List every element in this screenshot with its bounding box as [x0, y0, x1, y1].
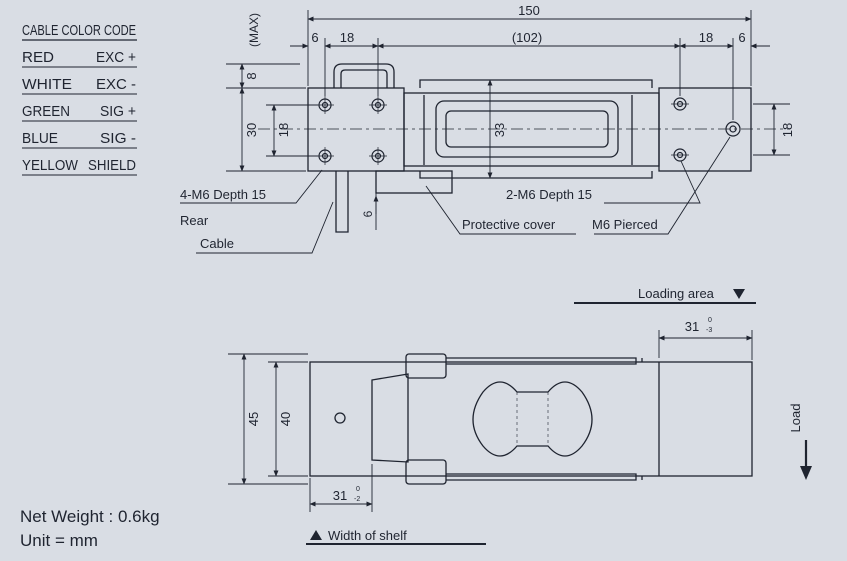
dim-hole-pitch: 18	[276, 123, 291, 137]
load-arrow-icon	[800, 466, 812, 480]
dim-left-edge: 6	[311, 30, 318, 45]
callout-right-holes: 2-M6 Depth 15	[506, 187, 592, 202]
top-view-labels: 150 6 18 (102) 18 6 (MAX) 8 30 18 33 18 …	[180, 3, 795, 251]
top-view-holes	[316, 96, 741, 165]
callout-cable: Cable	[200, 236, 234, 251]
cover-strip-bottom	[446, 473, 637, 481]
dim-top-tol-lower: -3	[706, 327, 712, 334]
color-white: WHITE	[22, 76, 72, 93]
specs: Net Weight : 0.6kg Unit = mm	[20, 507, 160, 550]
side-body	[309, 361, 753, 477]
cable-outlet	[335, 171, 349, 233]
dim-top-tol-upper: 0	[708, 317, 712, 324]
dim-bottom-width: 31	[333, 488, 347, 503]
hole-pierced	[725, 121, 741, 137]
shelf-label: Width of shelf	[328, 528, 407, 543]
color-blue: BLUE	[22, 130, 58, 147]
clamp-top	[405, 353, 447, 379]
dim-cover-offset: 6	[361, 210, 375, 217]
hole-left-bottom-1	[316, 147, 334, 165]
load-label: Load	[788, 404, 803, 433]
callout-protective-cover: Protective cover	[462, 217, 556, 232]
top-view	[258, 63, 790, 233]
hole-right-bottom	[671, 148, 689, 162]
signal-sig-plus: SIG +	[100, 103, 136, 120]
loading-area-label: Loading area	[638, 286, 715, 301]
callout-left-holes: 4-M6 Depth 15	[180, 187, 266, 202]
shelf-arrow-icon	[310, 530, 322, 540]
color-code-title: CABLE COLOR CODE	[22, 22, 136, 39]
dim-window-height: 33	[492, 123, 507, 137]
loading-area-arrow-icon	[733, 289, 745, 299]
side-hole	[334, 412, 346, 424]
callout-rear: Rear	[180, 213, 209, 228]
cable-color-code-table: CABLE COLOR CODE RED EXC + WHITE EXC - G…	[22, 22, 137, 176]
dim-inner-height: 40	[278, 412, 293, 426]
dim-right-hole-pitch: 18	[780, 123, 795, 137]
signal-exc-minus: EXC -	[96, 76, 136, 93]
side-view-dimensions	[228, 302, 812, 545]
dim-max-label: (MAX)	[247, 13, 261, 47]
net-weight: Net Weight : 0.6kg	[20, 507, 160, 526]
unit-note: Unit = mm	[20, 531, 98, 550]
dim-bottom-tol-lower: -2	[354, 496, 360, 503]
color-yellow: YELLOW	[22, 157, 79, 174]
gauge-plate	[371, 373, 409, 463]
dim-bottom-tol-upper: 0	[356, 486, 360, 493]
dim-center-span: (102)	[512, 30, 542, 45]
dim-right-edge: 6	[738, 30, 745, 45]
hole-left-top-1	[316, 96, 334, 114]
side-view-labels: Loading area 45 40 31 0 -3 31 0 -2 Load …	[246, 286, 803, 543]
beam-body	[403, 92, 660, 167]
callout-pierced: M6 Pierced	[592, 217, 658, 232]
signal-exc-plus: EXC +	[96, 49, 136, 66]
dim-overall-length: 150	[518, 3, 540, 18]
hole-right-top	[671, 97, 689, 111]
signal-sig-minus: SIG -	[100, 130, 136, 147]
dim-outer-height: 45	[246, 412, 261, 426]
color-red: RED	[22, 49, 54, 66]
dumbbell-cutout	[472, 381, 593, 457]
dim-cable-height: 8	[244, 72, 259, 79]
hole-left-bottom-2	[369, 147, 387, 165]
side-view	[309, 353, 753, 485]
clamp-bottom	[405, 459, 447, 485]
right-mounting-block	[658, 87, 752, 172]
beam-center-block	[419, 79, 653, 179]
signal-shield: SHIELD	[88, 157, 136, 174]
dim-left-pitch: 18	[340, 30, 354, 45]
cover-strip-top	[446, 357, 637, 365]
protective-cover	[375, 170, 453, 194]
color-green: GREEN	[22, 103, 70, 120]
top-view-dimensions	[180, 10, 790, 254]
cable-loop	[333, 63, 395, 88]
left-mounting-block	[307, 87, 405, 172]
hole-left-top-2	[369, 96, 387, 114]
dim-height: 30	[244, 123, 259, 137]
dim-right-pitch: 18	[699, 30, 713, 45]
dim-top-width: 31	[685, 319, 699, 334]
